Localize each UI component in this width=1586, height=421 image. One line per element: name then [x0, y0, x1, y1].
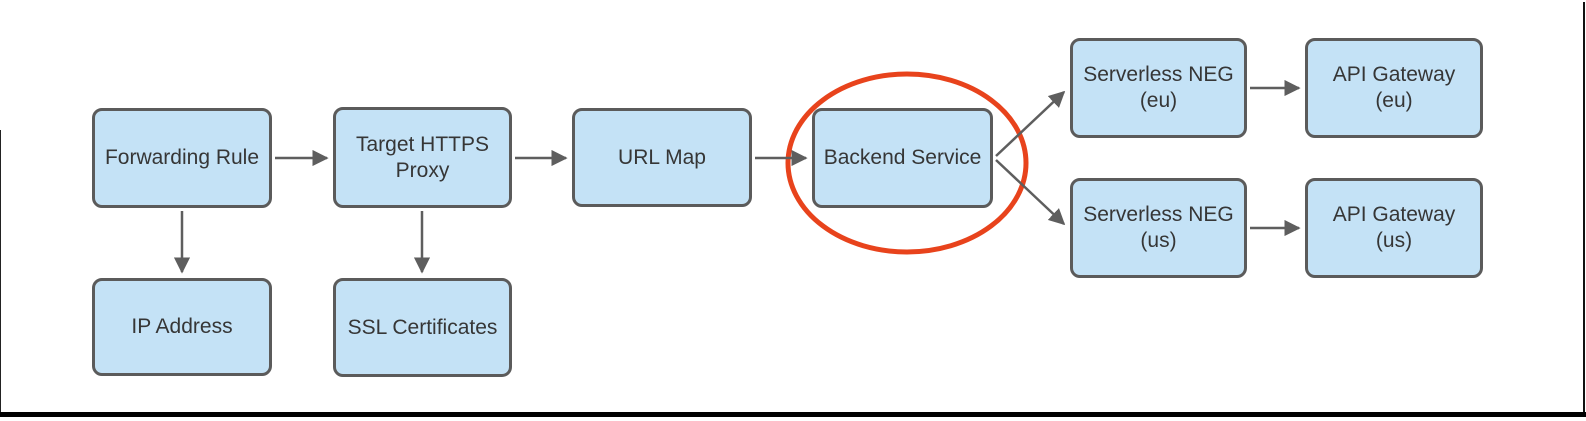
frame-border-left: [0, 130, 1, 417]
node-label: SSL Certificates: [347, 315, 498, 339]
node-label: Proxy: [395, 158, 450, 182]
frame-border-right: [1583, 2, 1585, 417]
node-ssl-certificates: SSL Certificates: [333, 278, 512, 377]
node-label: IP Address: [131, 315, 233, 338]
node-label: Backend Service: [823, 146, 982, 169]
node-label: Target HTTPS: [355, 132, 490, 156]
node-label: API Gateway: [1332, 63, 1456, 86]
node-backend-service: Backend Service: [812, 108, 993, 208]
node-label: Serverless NEG: [1083, 203, 1234, 226]
node-api-gateway-eu: API Gateway (eu): [1305, 38, 1483, 138]
node-label: URL Map: [618, 145, 706, 169]
node-label: Serverless NEG: [1083, 63, 1234, 86]
node-label: Forwarding Rule: [104, 146, 260, 169]
highlight-ellipse: [785, 71, 1029, 255]
node-url-map: URL Map: [572, 108, 752, 207]
node-serverless-neg-us: Serverless NEG (us): [1070, 178, 1247, 278]
node-label: (us): [1140, 229, 1177, 252]
arrow-backend-service-to-serverless-neg-us: [995, 159, 1066, 226]
node-forwarding-rule: Forwarding Rule: [92, 108, 272, 208]
arrow-backend-service-to-serverless-neg-eu: [995, 90, 1066, 157]
node-target-https-proxy: Target HTTPS Proxy: [333, 107, 512, 208]
node-label: (eu): [1375, 89, 1413, 112]
node-serverless-neg-eu: Serverless NEG (eu): [1070, 38, 1247, 138]
frame-border-bottom: [0, 412, 1586, 417]
node-label: API Gateway: [1332, 203, 1456, 226]
node-api-gateway-us: API Gateway (us): [1305, 178, 1483, 278]
node-label: (us): [1375, 229, 1413, 252]
node-ip-address: IP Address: [92, 278, 272, 376]
node-label: (eu): [1139, 89, 1178, 112]
